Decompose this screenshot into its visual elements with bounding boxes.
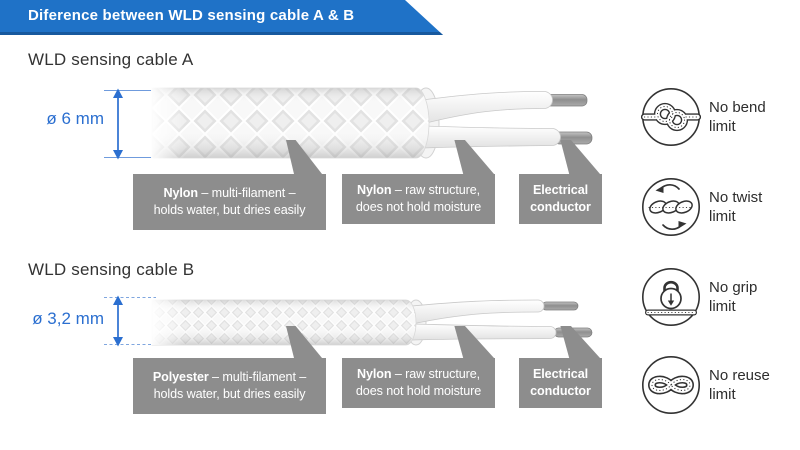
callout-braid-a: Nylon – multi-filament – holds water, bu… [133, 174, 326, 230]
callout-conductor-a: Electrical conductor [519, 174, 602, 224]
grip-icon [641, 267, 701, 327]
callout-insulation-a: Nylon – raw structure, does not hold moi… [342, 174, 495, 224]
callout-insulation-b: Nylon – raw structure, does not hold moi… [342, 358, 495, 408]
limit-label: No twist limit [709, 188, 763, 226]
callout-conductor-b: Electrical conductor [519, 358, 602, 408]
callout-braid-b: Polyester – multi-filament – holds water… [133, 358, 326, 414]
cable-b-diameter-arrow [104, 295, 156, 347]
cable-b-illustration [151, 299, 593, 346]
limit-label: No bend limit [709, 98, 766, 136]
twist-icon [641, 177, 701, 237]
limit-label: No reuse limit [709, 366, 770, 404]
reuse-icon [641, 355, 701, 415]
conductor-tip-upper [541, 301, 579, 311]
limit-label: No grip limit [709, 278, 758, 316]
cable-b-diameter: ø 3,2 mm [32, 309, 104, 328]
header-banner: Diference between WLD sensing cable A & … [0, 0, 443, 35]
limit-twist: No twist limit [641, 177, 781, 237]
cable-a-heading: WLD sensing cable A [28, 50, 194, 69]
limit-reuse: No reuse limit [641, 355, 781, 415]
cable-b-heading: WLD sensing cable B [28, 260, 195, 279]
cable-a-illustration [151, 87, 593, 159]
limit-bend: No bend limit [641, 87, 781, 147]
page-title: Diference between WLD sensing cable A & … [28, 7, 355, 24]
knot-icon [641, 87, 701, 147]
cable-a-diameter-arrow [104, 88, 154, 160]
cable-a-diameter: ø 6 mm [46, 109, 104, 128]
limit-grip: No grip limit [641, 267, 781, 327]
